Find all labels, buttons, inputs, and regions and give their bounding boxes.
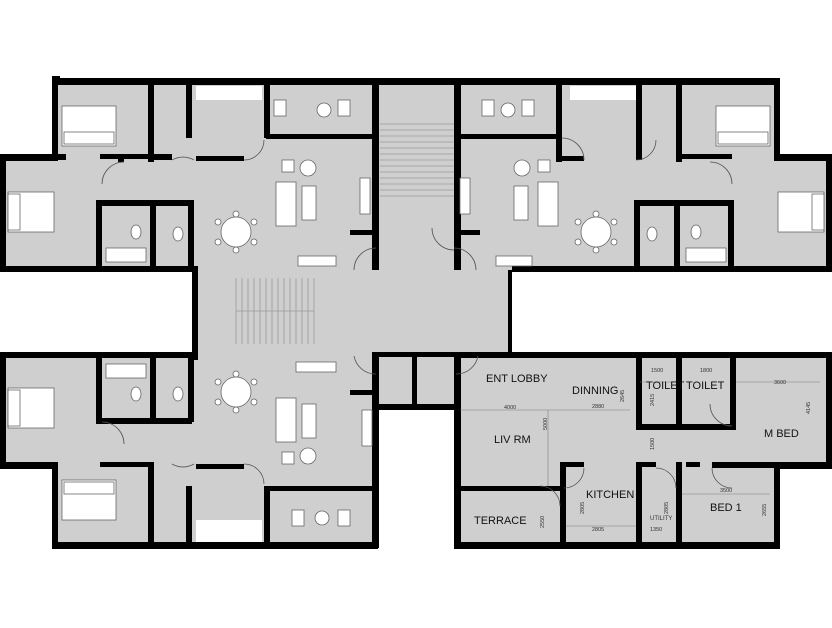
toilet-icon — [172, 386, 184, 402]
dining-table-icon — [220, 216, 252, 248]
dim-utility-h: 2805 — [664, 502, 670, 514]
staircase-lower — [235, 278, 315, 344]
door-swings — [101, 137, 733, 507]
armchair-icon — [299, 159, 317, 177]
dining-table-icon — [580, 216, 612, 248]
dim-kitchen-h: 2805 — [580, 502, 586, 514]
room-label-kitchen: KITCHEN — [586, 489, 634, 501]
toilet-icon — [130, 386, 142, 402]
room-label-ent-lobby: ENT LOBBY — [486, 373, 548, 385]
armchair-icon — [513, 159, 531, 177]
dim-liv-w: 4000 — [504, 405, 516, 411]
sofa-icon — [275, 181, 297, 227]
sofa-icon — [537, 181, 559, 227]
dim-toilet-1-h: 2415 — [650, 394, 656, 406]
dimension-lines — [460, 381, 820, 527]
toilet-icon — [690, 224, 702, 240]
room-label-toilet: TOILET — [646, 380, 685, 392]
dim-utility-w: 1350 — [650, 527, 662, 533]
walls — [0, 76, 832, 549]
dimension-texts: 1500 1800 3600 2880 4000 5000 2645 2415 … — [504, 368, 812, 533]
dim-dinning-h: 2645 — [620, 390, 626, 402]
dim-toilet-1-w: 1500 — [651, 368, 663, 374]
sofa-icon — [275, 397, 297, 443]
furniture — [7, 99, 825, 527]
dim-bed-h: 2655 — [762, 504, 768, 516]
toilet-icon — [172, 226, 184, 242]
bathtub-icon — [105, 247, 147, 263]
room-label-terrace: TERRACE — [474, 515, 527, 527]
dim-terrace-h: 2550 — [540, 516, 546, 528]
dim-bed-w: 3500 — [720, 488, 732, 494]
room-label-utility: UTILITY — [650, 516, 672, 522]
bathtub-icon — [105, 363, 147, 379]
dim-passage-h: 1500 — [650, 438, 656, 450]
dim-kitchen-w: 2805 — [592, 527, 604, 533]
toilet-icon — [130, 224, 142, 240]
dim-m-bed-w: 3600 — [774, 380, 786, 386]
staircase-upper — [380, 123, 454, 197]
dim-toilet-2-w: 1800 — [700, 368, 712, 374]
room-label-m-bed: M BED — [764, 428, 799, 440]
bathtub-icon — [685, 247, 727, 263]
room-label-dinning: DINNING — [572, 385, 618, 397]
toilet-icon — [646, 226, 658, 242]
dim-dinning-w: 2880 — [592, 404, 604, 410]
room-label-bed-1: BED 1 — [710, 502, 742, 514]
armchair-icon — [299, 447, 317, 465]
dim-liv-h: 5000 — [543, 418, 549, 430]
light-wells — [2, 82, 828, 544]
room-label-liv-rm: LIV RM — [494, 434, 531, 446]
room-label-toilet: TOILET — [686, 380, 725, 392]
room-labels: ENT LOBBY DINNING TOILET TOILET LIV RM M… — [474, 373, 799, 527]
dining-table-icon — [220, 376, 252, 408]
dim-m-bed-h: 4145 — [806, 402, 812, 414]
